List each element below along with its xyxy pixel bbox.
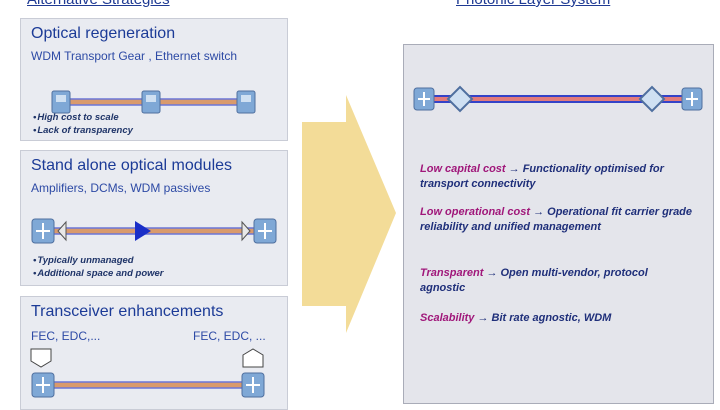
arrow-glyph: → (508, 163, 520, 175)
bullet-item: Typically unmanaged (33, 254, 164, 267)
transceiver-icon (31, 372, 55, 398)
transceiver-icon (253, 218, 277, 244)
switch-icon (236, 90, 256, 114)
panel-optical-regeneration: Optical regeneration WDM Transport Gear … (20, 18, 288, 141)
fec-edc-label-left: FEC, EDC,... (31, 329, 101, 343)
wdm-passive-icon (241, 220, 251, 242)
switch-icon (141, 90, 161, 114)
benefit-transparent: Transparent → Open multi-vendor, protoco… (420, 266, 690, 296)
bullet-item: High cost to scale (33, 111, 133, 124)
benefit-text: Functionality optimised for transport co… (420, 163, 664, 190)
benefit-low-operational-cost: Low operational cost → Operational fit c… (420, 205, 705, 235)
photonic-node-icon (446, 85, 474, 113)
panel-photonic-layer-system: Low capital cost → Functionality optimis… (403, 44, 714, 404)
header-photonic-layer-system: Photonic Layer System (456, 0, 610, 8)
bullet-list: High cost to scale Lack of transparency (33, 111, 133, 137)
benefit-key: Low capital cost (420, 163, 506, 175)
bullet-list: Typically unmanaged Additional space and… (33, 254, 164, 280)
transceiver-icon (241, 372, 265, 398)
amplifier-icon (135, 221, 151, 241)
benefit-key: Transparent (420, 267, 484, 279)
panel-title: Transceiver enhancements (31, 303, 224, 320)
panel-stand-alone-optical-modules: Stand alone optical modules Amplifiers, … (20, 150, 288, 286)
optical-modules-link-diagram (31, 218, 277, 244)
benefit-text: Operational fit carrier grade reliabilit… (420, 206, 693, 233)
transceiver-icon (413, 87, 435, 111)
transceiver-link-diagram (30, 348, 265, 398)
benefit-key: Low operational cost (420, 206, 531, 218)
bullet-item: Lack of transparency (33, 124, 133, 137)
bullet-item: Additional space and power (33, 267, 163, 280)
benefit-key: Scalability (420, 312, 475, 324)
regeneration-link-diagram (51, 90, 256, 114)
panel-subtitle: Amplifiers, DCMs, WDM passives (31, 181, 211, 195)
callout-icon (242, 348, 264, 368)
arrow-glyph: → (533, 206, 545, 218)
panel-subtitle: WDM Transport Gear , Ethernet switch (31, 49, 238, 63)
wdm-passive-icon (57, 220, 67, 242)
switch-icon (51, 90, 71, 114)
benefit-text: Bit rate agnostic, WDM (491, 312, 612, 324)
panel-transceiver-enhancements: Transceiver enhancements FEC, EDC,... FE… (20, 296, 288, 410)
benefit-low-capital-cost: Low capital cost → Functionality optimis… (420, 162, 690, 192)
panel-title: Optical regeneration (31, 25, 176, 42)
fec-edc-label-right: FEC, EDC, ... (193, 329, 266, 343)
arrow-glyph: → (477, 312, 489, 324)
photonic-node-icon (638, 85, 666, 113)
panel-title: Stand alone optical modules (31, 157, 233, 174)
benefit-text: Open multi-vendor, protocol agnostic (420, 267, 648, 294)
header-alternative-strategies: Alternative Strategies (27, 0, 170, 8)
benefit-scalability: Scalability → Bit rate agnostic, WDM (420, 311, 705, 326)
transceiver-icon (31, 218, 55, 244)
callout-icon (30, 348, 52, 368)
transceiver-icon (681, 87, 703, 111)
arrow-glyph: → (486, 267, 498, 279)
photonic-link-diagram (413, 85, 703, 113)
